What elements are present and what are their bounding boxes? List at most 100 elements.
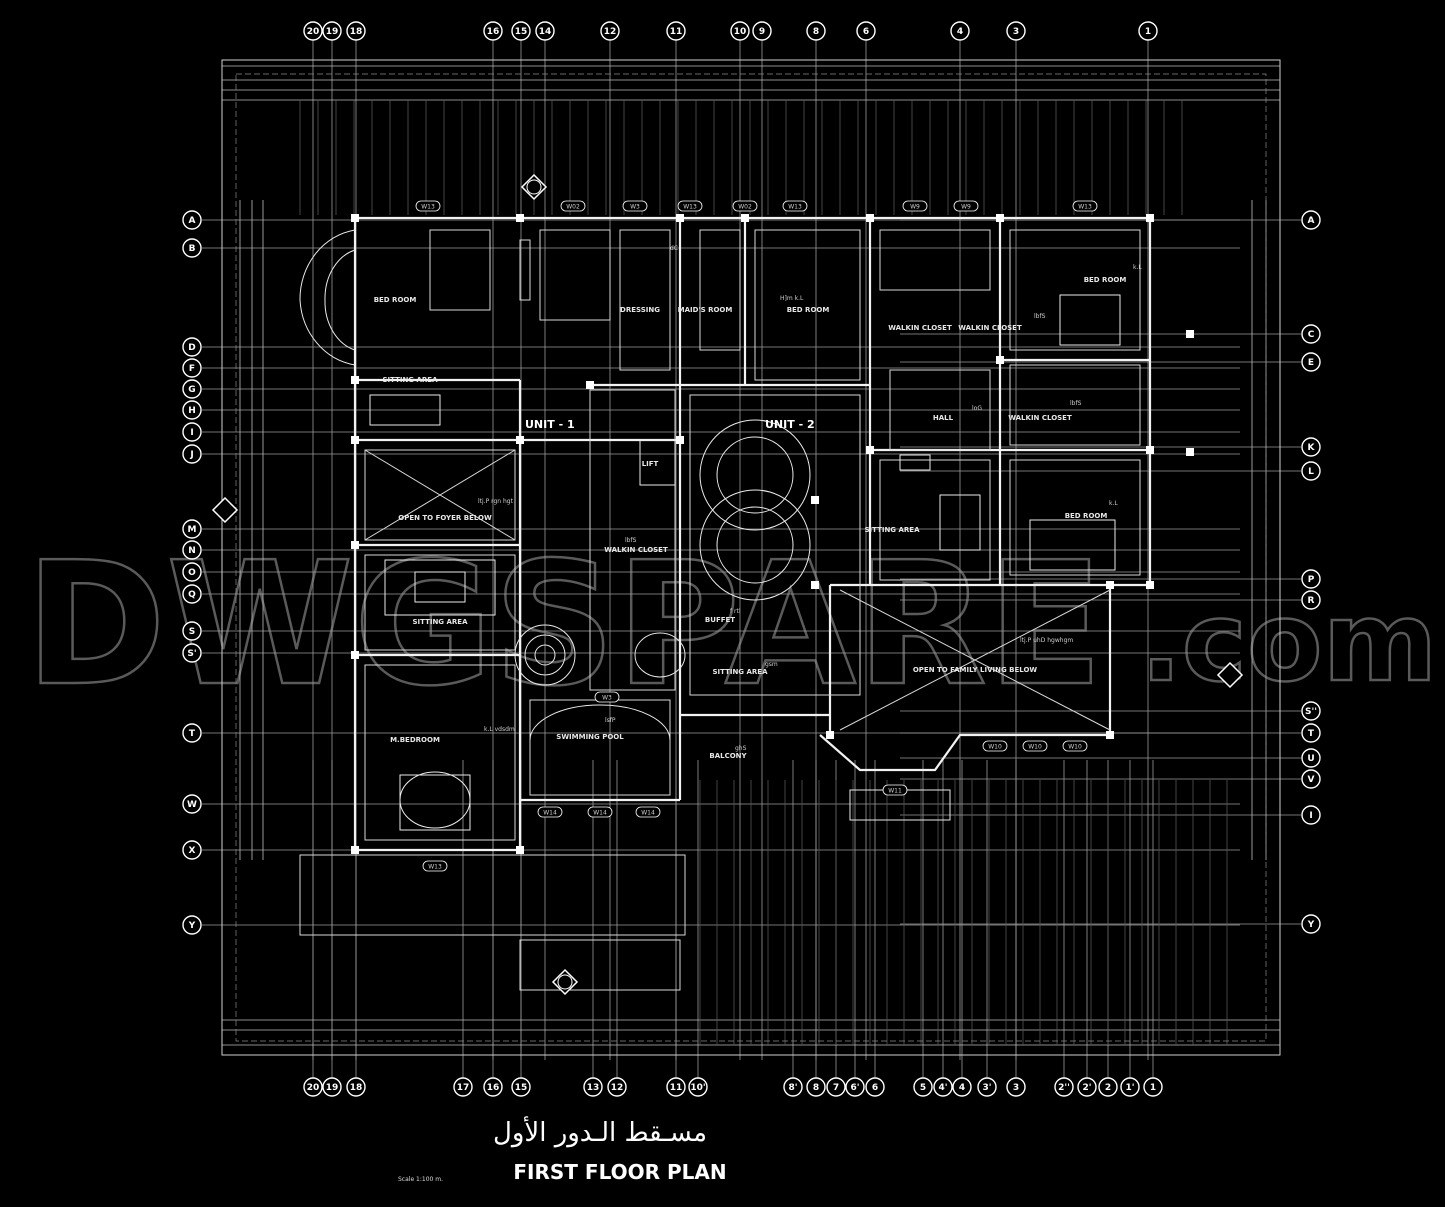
window-tag-label: W02: [738, 204, 752, 211]
grid-bubble-bottom: 10': [688, 1077, 708, 1097]
grid-bubble-left: I: [182, 422, 202, 442]
grid-bubble-top: 18: [346, 21, 366, 41]
window-tag: W11: [882, 784, 908, 796]
grid-bubble-left: B: [182, 238, 202, 258]
window-tag-label: W14: [543, 810, 557, 817]
grid-bubble-left: H: [182, 400, 202, 420]
grid-bubble-top: 11: [666, 21, 686, 41]
window-tag-label: W10: [1028, 744, 1042, 751]
window-tag-label: W02: [566, 204, 580, 211]
grid-bubble-bottom-label: 2': [1082, 1083, 1091, 1093]
grid-bubble-top-label: 1: [1145, 27, 1151, 37]
annotation-text: f rtl: [730, 608, 741, 615]
grid-bubble-top-label: 19: [326, 27, 339, 37]
room-label: BUFFET: [705, 616, 735, 624]
grid-bubble-right-label: K: [1308, 443, 1316, 453]
grid-bubble-bottom-label: 17: [457, 1083, 470, 1093]
grid-bubble-bottom-label: 4: [959, 1083, 965, 1093]
grid-bubble-top-label: 8: [813, 27, 819, 37]
grid-bubble-left-label: F: [189, 364, 195, 374]
grid-bubble-bottom-label: 13: [587, 1083, 600, 1093]
grid-bubble-bottom-label: 8': [788, 1083, 797, 1093]
grid-bubble-right: V: [1301, 769, 1321, 789]
grid-bubble-left-label: X: [189, 846, 196, 856]
grid-bubble-right-label: S'': [1305, 707, 1317, 717]
grid-bubble-top: 16: [483, 21, 503, 41]
grid-bubble-bottom: 4': [933, 1077, 953, 1097]
grid-bubble-bottom-label: 10': [690, 1083, 705, 1093]
annotation-text: lbfS: [1034, 313, 1046, 320]
grid-bubble-right: I: [1301, 805, 1321, 825]
grid-bubble-left: D: [182, 337, 202, 357]
grid-bubble-top: 4: [950, 21, 970, 41]
grid-bubble-bottom-label: 5: [920, 1083, 926, 1093]
window-tag: W10: [1022, 740, 1048, 752]
grid-bubble-left-label: N: [188, 546, 196, 556]
annotation-text: k.L vdsdm: [484, 726, 515, 733]
window-tag: W9: [953, 200, 979, 212]
annotation-text: ltj.P uhD hgwhgm: [1020, 637, 1073, 644]
room-label: HALL: [933, 414, 954, 422]
room-label: SITTING AREA: [712, 668, 768, 676]
grid-bubble-right-label: U: [1307, 754, 1314, 764]
grid-bubble-right: R: [1301, 590, 1321, 610]
grid-bubble-bottom: 1: [1143, 1077, 1163, 1097]
grid-bubble-left-label: J: [189, 450, 193, 460]
annotation-text: dC: [670, 245, 678, 252]
grid-bubble-top-label: 3: [1013, 27, 1019, 37]
window-tag-label: W3: [630, 204, 640, 211]
grid-bubble-bottom: 6': [845, 1077, 865, 1097]
grid-bubble-right-label: R: [1308, 596, 1315, 606]
room-label: WALKIN CLOSET: [1008, 414, 1072, 422]
grid-bubble-bottom: 7: [826, 1077, 846, 1097]
grid-bubble-left: N: [182, 540, 202, 560]
grid-bubble-right-label: A: [1308, 216, 1315, 226]
grid-bubble-top: 15: [511, 21, 531, 41]
grid-bubble-top: 14: [535, 21, 555, 41]
room-label: WALKIN CLOSET: [888, 324, 952, 332]
grid-bubble-left-label: Y: [188, 921, 196, 931]
grid-bubble-left: X: [182, 840, 202, 860]
grid-bubble-bottom: 2'': [1054, 1077, 1074, 1097]
grid-bubble-bottom: 3': [977, 1077, 997, 1097]
grid-bubble-bottom-label: 2: [1105, 1083, 1111, 1093]
grid-bubble-right: K: [1301, 437, 1321, 457]
grid-bubble-top: 9: [752, 21, 772, 41]
grid-bubble-bottom: 4: [952, 1077, 972, 1097]
room-label: BED ROOM: [374, 296, 417, 304]
grid-bubble-left: F: [182, 358, 202, 378]
grid-bubble-right: S'': [1301, 701, 1321, 721]
grid-bubble-bottom: 1': [1120, 1077, 1140, 1097]
grid-bubble-left-label: O: [188, 568, 196, 578]
annotation-text: k.L: [1109, 500, 1118, 507]
grid-bubble-left-label: S': [187, 649, 196, 659]
grid-bubble-right-label: V: [1308, 775, 1315, 785]
building-structure: [221, 59, 1281, 1056]
window-tag-label: W13: [1078, 204, 1092, 211]
grid-bubble-right-label: C: [1308, 330, 1315, 340]
window-tag: W14: [635, 806, 661, 818]
window-tag-label: W14: [641, 810, 655, 817]
window-tag: W02: [732, 200, 758, 212]
grid-bubble-bottom-label: 3: [1013, 1083, 1019, 1093]
grid-bubble-left: J: [182, 444, 202, 464]
grid-bubble-top: 3: [1006, 21, 1026, 41]
grid-bubble-left: Y: [182, 915, 202, 935]
window-tag: W10: [982, 740, 1008, 752]
window-tag: W14: [587, 806, 613, 818]
room-label: SITTING AREA: [382, 376, 438, 384]
window-tag-label: W13: [421, 204, 435, 211]
grid-bubble-bottom-label: 4': [938, 1083, 947, 1093]
grid-bubble-right-label: E: [1308, 358, 1314, 368]
grid-bubble-top: 1: [1138, 21, 1158, 41]
grid-bubble-left-label: D: [188, 343, 195, 353]
grid-bubble-left-label: B: [189, 244, 196, 254]
grid-bubble-bottom: 11: [666, 1077, 686, 1097]
room-label: WALKIN CLOSET: [958, 324, 1022, 332]
grid-bubble-right: L: [1301, 461, 1321, 481]
section-marker-bottom: [551, 968, 579, 996]
grid-bubble-right-label: P: [1308, 575, 1315, 585]
